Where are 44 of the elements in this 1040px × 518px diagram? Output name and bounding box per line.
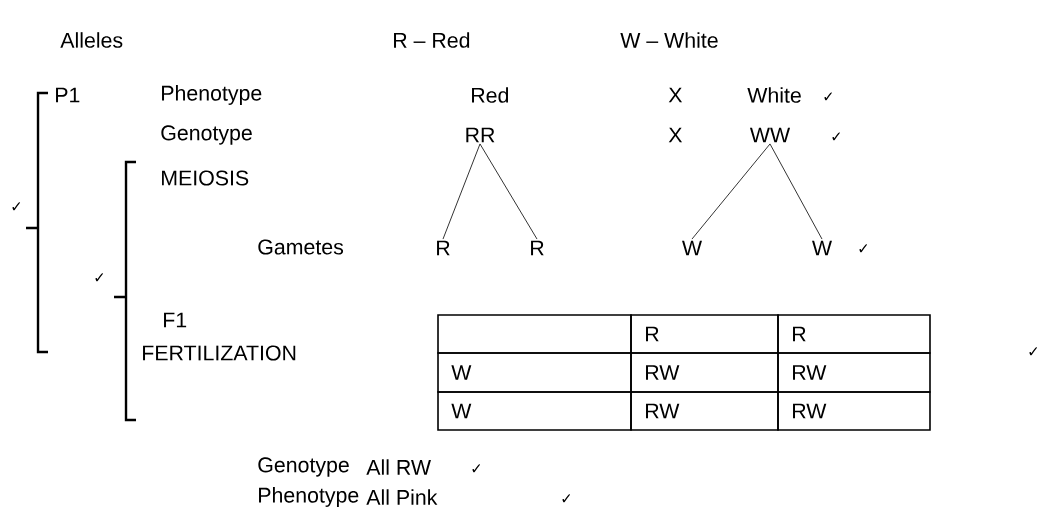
branch-line: [442, 143, 481, 240]
table-cell: R: [630, 314, 779, 354]
table-cell: RW: [777, 391, 931, 431]
table-cell: W: [437, 391, 632, 431]
label-text: X: [668, 127, 683, 143]
label-text: MEIOSIS: [162, 170, 249, 186]
allele-text: WW: [749, 127, 791, 143]
branch-line: [479, 143, 538, 240]
label-text: Phenotype: [162, 85, 262, 105]
label-text: W – White: [620, 32, 718, 48]
label-text: F1: [164, 312, 187, 328]
label-text: Gametes: [258, 239, 344, 255]
label-text: Phenotype: [259, 487, 359, 507]
check-mark: ✓: [832, 132, 841, 141]
allele-text: W: [682, 240, 702, 256]
label-text: Genotype: [161, 125, 252, 145]
label-text: P1: [56, 87, 80, 103]
allele-text: RR: [466, 127, 495, 143]
table-cell: W: [437, 352, 632, 393]
label-text: All Pink: [366, 489, 438, 505]
table-cell: RW: [630, 352, 779, 393]
allele-text: R: [531, 240, 544, 256]
table-cell: R: [777, 314, 931, 354]
check-mark: ✓: [12, 202, 21, 211]
check-mark: ✓: [562, 494, 571, 503]
check-mark: ✓: [95, 273, 104, 282]
label-text: X: [668, 87, 683, 103]
check-mark: ✓: [859, 244, 868, 253]
branch-line: [769, 143, 823, 240]
label-text: FERTILIZATION: [143, 345, 296, 361]
check-mark: ✓: [1029, 347, 1038, 356]
check-mark: ✓: [472, 464, 481, 473]
label-text: Red: [472, 87, 509, 103]
label-text: All RW: [366, 459, 431, 475]
table-cell: RW: [630, 391, 779, 431]
label-text: White: [747, 87, 801, 103]
label-text: Alleles: [60, 32, 123, 48]
table-cell: RW: [777, 352, 931, 393]
label-text: Genotype: [258, 457, 349, 477]
branch-line: [691, 143, 771, 240]
check-mark: ✓: [824, 92, 833, 101]
allele-text: W: [812, 240, 832, 256]
allele-text: R: [437, 240, 450, 256]
label-text: R – Red: [394, 32, 470, 48]
